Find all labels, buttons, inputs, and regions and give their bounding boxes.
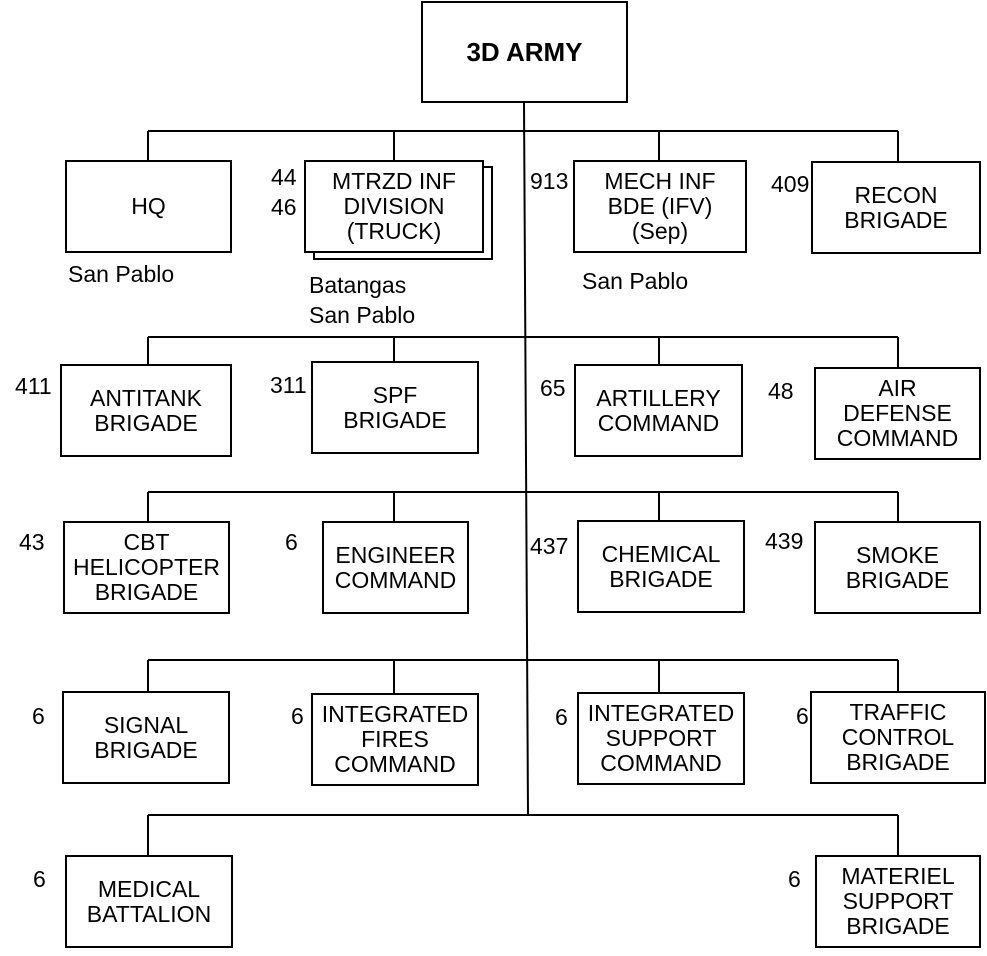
unit-box-integrated-fires-command: INTEGRATED FIRES COMMAND (311, 693, 479, 786)
unit-box-air-defense-command: AIR DEFENSE COMMAND (814, 367, 981, 460)
unit-label: CHEMICAL BRIGADE (601, 540, 721, 592)
unit-label: MECH INF BDE (IFV) (Sep) (604, 168, 716, 244)
unit-box-traffic-control-brigade: TRAFFIC CONTROL BRIGADE (810, 691, 986, 784)
unit-label: MEDICAL BATTALION (86, 875, 212, 927)
unit-label: ANTITANK BRIGADE (89, 384, 203, 436)
unit-label: HQ (131, 193, 166, 219)
unit-box-spf-brigade: SPF BRIGADE (311, 361, 479, 454)
unit-label: ARTILLERY COMMAND (596, 384, 721, 436)
unit-number: 439 (765, 528, 804, 554)
unit-number: 6 (555, 704, 568, 730)
unit-number: 913 (530, 168, 569, 194)
unit-number: 65 (540, 375, 566, 401)
unit-label: CBT HELICOPTER BRIGADE (73, 529, 220, 605)
unit-box-engineer-command: ENGINEER COMMAND (322, 521, 469, 614)
unit-label: INTEGRATED FIRES COMMAND (321, 701, 469, 777)
unit-label: MATERIEL SUPPORT BRIGADE (841, 863, 955, 939)
unit-number: 437 (530, 533, 569, 559)
unit-label: AIR DEFENSE COMMAND (836, 375, 959, 451)
unit-box-hq: HQ (65, 160, 232, 253)
unit-label: SMOKE BRIGADE (845, 541, 950, 593)
unit-box-recon-brigade: RECON BRIGADE (811, 161, 981, 254)
unit-number: 44 46 (271, 164, 297, 220)
unit-number: 409 (771, 171, 810, 197)
unit-number: 311 (270, 372, 307, 398)
unit-label: INTEGRATED SUPPORT COMMAND (587, 700, 735, 776)
unit-label: MTRZD INF DIVISION (TRUCK) (332, 168, 456, 244)
unit-location: San Pablo (68, 261, 175, 287)
unit-label: TRAFFIC CONTROL BRIGADE (841, 699, 955, 775)
root-box-3d-army: 3D ARMY (421, 1, 628, 103)
unit-number: 6 (285, 529, 298, 555)
unit-number: 6 (32, 703, 45, 729)
trunk-line (523, 102, 529, 816)
unit-label: SIGNAL BRIGADE (94, 711, 198, 763)
unit-box-mtrzd-inf-division: MTRZD INF DIVISION (TRUCK) (304, 160, 484, 253)
unit-number: 6 (33, 866, 46, 892)
unit-box-antitank-brigade: ANTITANK BRIGADE (60, 364, 232, 457)
unit-number: 411 (15, 373, 52, 399)
unit-box-artillery-command: ARTILLERY COMMAND (574, 364, 743, 457)
unit-label: SPF BRIGADE (343, 381, 447, 433)
root-label: 3D ARMY (466, 36, 583, 67)
unit-location: San Pablo (582, 268, 689, 294)
unit-number: 6 (788, 866, 801, 892)
unit-label: RECON BRIGADE (844, 181, 948, 233)
unit-box-cbt-helicopter-brigade: CBT HELICOPTER BRIGADE (63, 521, 230, 614)
unit-number: 48 (768, 378, 794, 404)
unit-location: Batangas San Pablo (309, 272, 416, 328)
unit-box-chemical-brigade: CHEMICAL BRIGADE (577, 520, 745, 613)
unit-box-signal-brigade: SIGNAL BRIGADE (62, 691, 230, 784)
unit-box-smoke-brigade: SMOKE BRIGADE (814, 521, 981, 614)
unit-box-mech-inf-bde: MECH INF BDE (IFV) (Sep) (573, 160, 747, 253)
unit-number: 43 (19, 529, 45, 555)
unit-number: 6 (796, 703, 809, 729)
unit-box-medical-battalion: MEDICAL BATTALION (65, 855, 233, 948)
unit-box-materiel-support-brigade: MATERIEL SUPPORT BRIGADE (815, 855, 981, 948)
unit-label: ENGINEER COMMAND (334, 541, 457, 593)
unit-number: 6 (291, 703, 304, 729)
unit-box-integrated-support-command: INTEGRATED SUPPORT COMMAND (577, 692, 745, 785)
